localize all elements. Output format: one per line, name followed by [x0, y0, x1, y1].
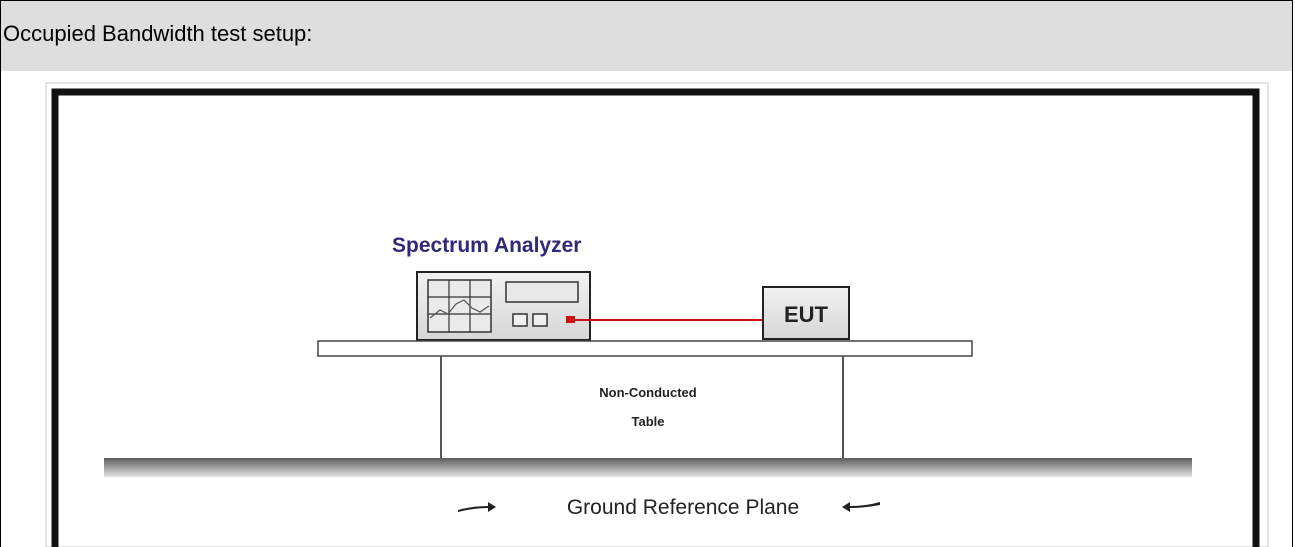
non-conducted-table: [317, 340, 973, 458]
eut-device: EUT: [762, 286, 850, 340]
analyzer-button: [512, 313, 528, 327]
left-arrow-icon: [458, 502, 496, 512]
diagram-border: [51, 88, 1260, 547]
ground-plane: [104, 458, 1192, 477]
ground-reference-plane-label: Ground Reference Plane: [567, 496, 799, 519]
table-label-line2: Table: [632, 414, 665, 429]
outer-frame: [45, 82, 1269, 547]
eut-label: EUT: [784, 302, 829, 327]
analyzer-screen-icon: [427, 279, 492, 333]
analyzer-display-panel: [505, 281, 579, 303]
analyzer-button: [532, 313, 548, 327]
table-label-line1: Non-Conducted: [599, 385, 697, 400]
spectrum-analyzer-device: [416, 271, 591, 341]
section-header: Occupied Bandwidth test setup:: [0, 0, 1293, 72]
analyzer-rf-port: [566, 316, 575, 323]
spectrum-analyzer-label: Spectrum Analyzer: [392, 234, 581, 257]
right-arrow-icon: [842, 502, 880, 512]
section-title: Occupied Bandwidth test setup:: [3, 21, 313, 46]
